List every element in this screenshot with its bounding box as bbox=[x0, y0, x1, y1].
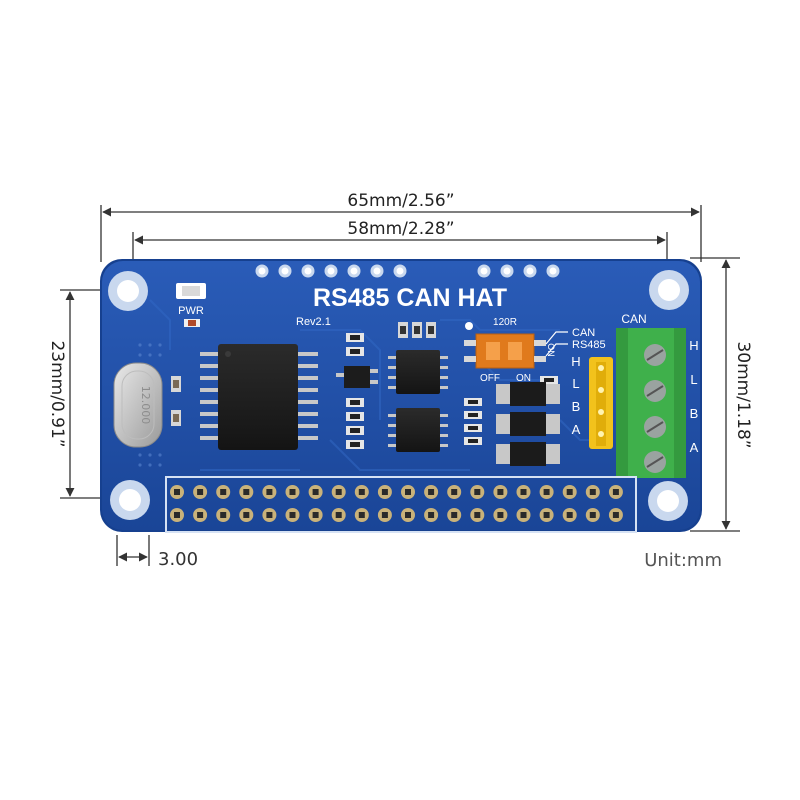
gpio-pin bbox=[170, 508, 184, 522]
pwr-label: PWR bbox=[178, 305, 204, 317]
gpio-pin bbox=[193, 485, 208, 499]
gpio-pin bbox=[562, 485, 577, 499]
gpio-pin bbox=[354, 485, 369, 499]
header-pin-label-h: H bbox=[571, 354, 580, 369]
gpio-pin bbox=[377, 508, 392, 522]
gpio-pin bbox=[562, 508, 577, 522]
header-pin-label-b: B bbox=[572, 399, 581, 414]
mounting-holes bbox=[108, 270, 689, 521]
mode-pointer-lines bbox=[545, 331, 568, 357]
label-hole-spacing-width: 58mm/2.28” bbox=[347, 219, 454, 239]
gpio-pin bbox=[493, 485, 508, 499]
gpio-pin bbox=[516, 508, 531, 522]
terminal-screws bbox=[644, 344, 666, 473]
gpio-pin bbox=[239, 508, 254, 522]
gpio-pin bbox=[354, 508, 369, 522]
mode-label-rs485: RS485 bbox=[572, 339, 606, 351]
mounting-hole-bottom-left bbox=[110, 480, 150, 520]
gpio-pin bbox=[285, 485, 300, 499]
pwr-led bbox=[176, 283, 206, 327]
gpio-pin bbox=[608, 508, 623, 522]
mode-label-can: CAN bbox=[572, 327, 595, 339]
gpio-pin bbox=[377, 485, 392, 499]
gpio-pin bbox=[516, 485, 531, 499]
gpio-pin bbox=[585, 508, 600, 522]
gpio-pins bbox=[170, 485, 623, 522]
yellow-pin-header bbox=[589, 357, 613, 449]
smd-resistors-right bbox=[464, 376, 558, 445]
gpio-pin bbox=[262, 485, 277, 499]
crystal-oscillator bbox=[113, 362, 163, 448]
dimension-annotations bbox=[60, 205, 740, 566]
board-title: RS485 CAN HAT bbox=[313, 284, 507, 312]
label-hole-spacing-height: 23mm/0.91” bbox=[47, 340, 67, 447]
gpio-pin bbox=[470, 485, 485, 499]
gpio-pin bbox=[331, 508, 346, 522]
header-pin-label-l: L bbox=[572, 376, 579, 391]
gpio-pin bbox=[447, 485, 462, 499]
gpio-pin bbox=[216, 485, 231, 499]
top-pad-row bbox=[255, 264, 560, 278]
gpio-pin bbox=[262, 508, 277, 522]
transceiver-chip-rs485 bbox=[388, 408, 448, 452]
switch-on-label: ON bbox=[516, 373, 531, 384]
termination-dip-switch bbox=[464, 333, 546, 369]
gpio-pin bbox=[539, 485, 554, 499]
gpio-pin bbox=[493, 508, 508, 522]
gpio-pin bbox=[285, 508, 300, 522]
label-total-height: 30mm/1.18” bbox=[733, 341, 753, 448]
main-chip bbox=[200, 344, 318, 450]
transceiver-chip-can bbox=[388, 350, 448, 394]
gpio-pin bbox=[308, 508, 323, 522]
label-unit: Unit:mm bbox=[644, 550, 722, 571]
gpio-pin bbox=[401, 485, 415, 499]
mounting-hole-bottom-right bbox=[648, 481, 688, 521]
gpio-pin bbox=[447, 508, 462, 522]
gpio-pin bbox=[424, 485, 439, 499]
smd-parts-center-top bbox=[398, 322, 436, 338]
gpio-pin bbox=[331, 485, 346, 499]
terminal-pin-label-h: H bbox=[689, 338, 698, 353]
transistor bbox=[336, 366, 378, 388]
smd-capacitors-left bbox=[171, 376, 181, 426]
smd-resistor-column bbox=[346, 333, 364, 449]
label-total-width: 65mm/2.56” bbox=[347, 191, 454, 211]
gpio-pin bbox=[539, 508, 554, 522]
gpio-pin bbox=[470, 508, 485, 522]
mounting-hole-top-left bbox=[108, 271, 148, 311]
label-edge-offset: 3.00 bbox=[158, 549, 198, 570]
gpio-pin bbox=[424, 508, 439, 522]
crystal-marking: 12.000 bbox=[139, 386, 152, 425]
gpio-pin bbox=[401, 508, 415, 522]
polarity-dot-icon bbox=[465, 322, 473, 330]
gpio-pin bbox=[170, 485, 184, 499]
board-revision: Rev2.1 bbox=[296, 316, 331, 328]
terminal-title: CAN bbox=[621, 312, 646, 326]
switch-off-label: OFF bbox=[480, 373, 500, 384]
terminal-pin-label-b: B bbox=[690, 406, 699, 421]
gpio-pin bbox=[216, 508, 231, 522]
gpio-pin bbox=[585, 485, 600, 499]
switch-label: 120R bbox=[493, 317, 517, 328]
mounting-hole-top-right bbox=[649, 270, 689, 310]
terminal-pin-label-l: L bbox=[690, 372, 697, 387]
terminal-pin-label-a: A bbox=[690, 440, 699, 455]
gpio-pin bbox=[608, 485, 623, 499]
header-pin-label-a: A bbox=[572, 422, 581, 437]
tvs-diodes bbox=[496, 382, 560, 466]
screw-terminal-block bbox=[616, 328, 686, 478]
gpio-pin bbox=[239, 485, 254, 499]
gpio-header bbox=[165, 476, 637, 533]
gpio-pin bbox=[193, 508, 208, 522]
gpio-pin bbox=[308, 485, 323, 499]
